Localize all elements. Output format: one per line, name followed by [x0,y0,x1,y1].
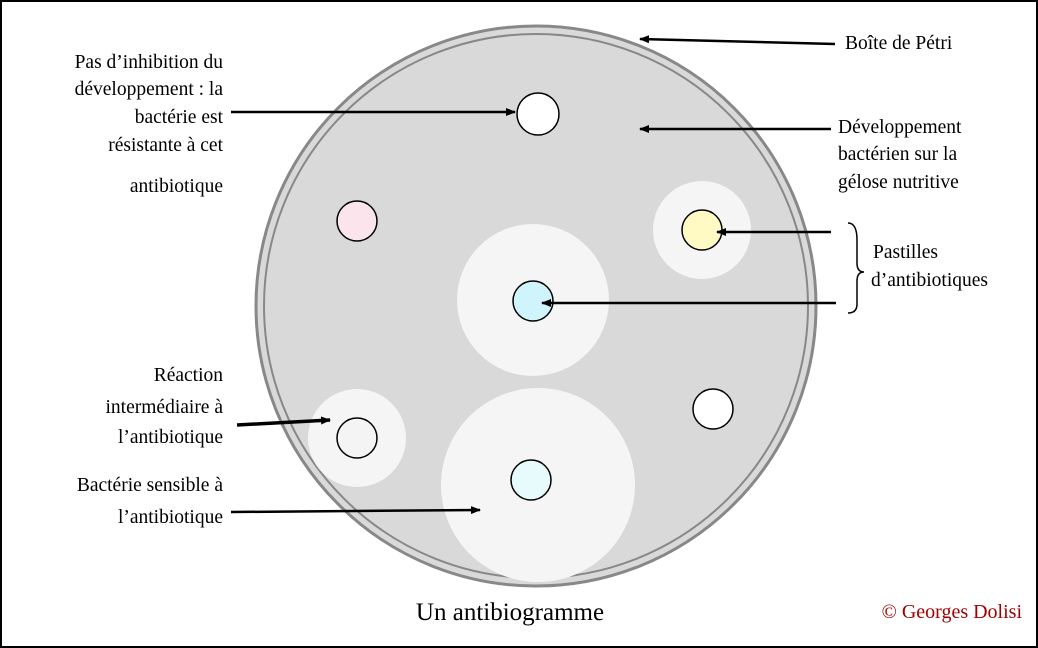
arrow-sensitive [230,506,481,515]
label-no-inhibition-line-2: développement : la [75,79,224,100]
label-no-inhibition-line-5: antibiotique [130,176,223,197]
arrow-intermediate [236,416,331,427]
pellet-pink [336,200,378,242]
pastilles-brace [847,222,865,314]
label-growth-line-3: gélose nutritive [838,172,959,193]
pellet-bottom-right-white [692,388,734,430]
pellet-grey [336,417,378,459]
arrow-petri [639,35,836,46]
pellet-yellow [681,209,723,251]
label-growth-line-2: bactérien sur la [838,144,957,165]
copyright-credit: © Georges Dolisi [882,601,1023,623]
label-no-inhibition-line-1: Pas d’inhibition du [75,52,224,73]
label-no-inhibition-line-3: bactérie est [135,107,224,128]
label-pastilles-line-2: d’antibiotiques [871,270,988,291]
label-intermediate-line-3: l’antibiotique [118,427,223,448]
label-sensitive-line-2: l’antibiotique [118,507,223,528]
pellet-light-cyan [510,459,552,501]
pellet-top-white [516,92,560,136]
diagram-caption: Un antibiogramme [416,599,604,626]
label-sensitive-line-1: Bactérie sensible à [77,475,224,496]
label-intermediate-line-2: intermédiaire à [106,397,224,418]
label-no-inhibition-line-4: résistante à cet [108,135,223,156]
pellet-cyan [512,280,554,322]
label-intermediate-line-1: Réaction [154,365,224,386]
label-petri: Boîte de Pétri [845,33,953,54]
label-pastilles-line-1: Pastilles [873,242,938,263]
label-growth-line-1: Développement [838,117,962,138]
